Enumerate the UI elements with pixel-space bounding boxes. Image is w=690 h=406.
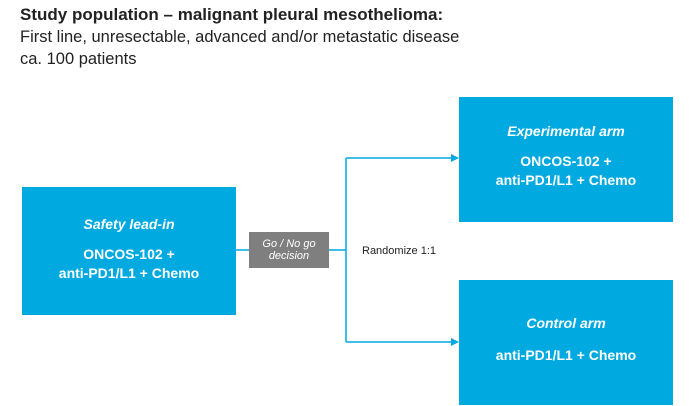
experimental-arm-treatment: ONCOS-102 + anti-PD1/L1 + Chemo <box>459 152 673 190</box>
study-population-header: Study population – malignant pleural mes… <box>20 4 680 70</box>
experimental-arm-treatment-line2: anti-PD1/L1 + Chemo <box>495 172 637 188</box>
decision-line2: decision <box>268 250 310 262</box>
decision-line1: Go / No go <box>262 238 316 250</box>
experimental-arm-treatment-line1: ONCOS-102 + <box>520 153 612 169</box>
safety-lead-in-treatment-line1: ONCOS-102 + <box>83 246 175 262</box>
experimental-arm-box: Experimental arm ONCOS-102 + anti-PD1/L1… <box>459 97 673 222</box>
safety-lead-in-title: Safety lead-in <box>83 216 175 232</box>
go-no-go-decision-box: Go / No go decision <box>249 232 329 268</box>
safety-lead-in-box: Safety lead-in ONCOS-102 + anti-PD1/L1 +… <box>22 187 236 315</box>
control-arm-title: Control arm <box>526 315 606 331</box>
control-arm-treatment-line1: anti-PD1/L1 + Chemo <box>495 347 637 363</box>
population-description: First line, unresectable, advanced and/o… <box>20 28 460 46</box>
experimental-arm-title: Experimental arm <box>507 123 625 139</box>
safety-lead-in-treatment-line2: anti-PD1/L1 + Chemo <box>58 265 200 281</box>
study-population-title: Study population – malignant pleural mes… <box>20 5 444 24</box>
safety-lead-in-treatment: ONCOS-102 + anti-PD1/L1 + Chemo <box>22 245 236 283</box>
randomize-label: Randomize 1:1 <box>362 245 436 257</box>
control-arm-treatment: anti-PD1/L1 + Chemo <box>459 346 673 365</box>
patient-count: ca. 100 patients <box>20 50 137 68</box>
control-arm-box: Control arm anti-PD1/L1 + Chemo <box>459 280 673 405</box>
